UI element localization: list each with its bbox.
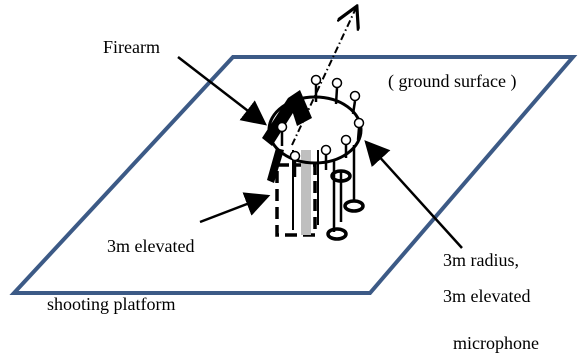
microphone-icon (353, 117, 365, 141)
mic-label-line3: microphone (453, 333, 539, 353)
ground-surface-label: ( ground surface ) (388, 71, 517, 91)
microphone-icon (310, 74, 322, 102)
firearm-pointer-arrow (177, 56, 267, 126)
microphone-icon (331, 77, 343, 105)
shooting-platform (275, 150, 319, 237)
platform-pointer-arrow (199, 192, 271, 224)
microphone-icon (340, 134, 352, 158)
stand-bases (326, 169, 365, 241)
microphone-pointer-arrow (364, 140, 463, 249)
ground-surface (9, 55, 578, 295)
mic-label-line2: 3m elevated (443, 286, 531, 306)
platform-label-line2: shooting platform (47, 294, 176, 314)
mic-label-line1: 3m radius, (443, 250, 519, 270)
microphone-icon (289, 150, 301, 177)
microphone-icons (276, 74, 365, 177)
platform-label-line1: 3m elevated (107, 236, 195, 256)
microphone-icon (349, 90, 361, 115)
fire-direction-arrow (291, 8, 356, 146)
microphone-icon (320, 144, 332, 170)
microphone-icon (276, 121, 288, 146)
diagram-canvas (9, 0, 578, 295)
firearm-label: Firearm (103, 37, 160, 57)
